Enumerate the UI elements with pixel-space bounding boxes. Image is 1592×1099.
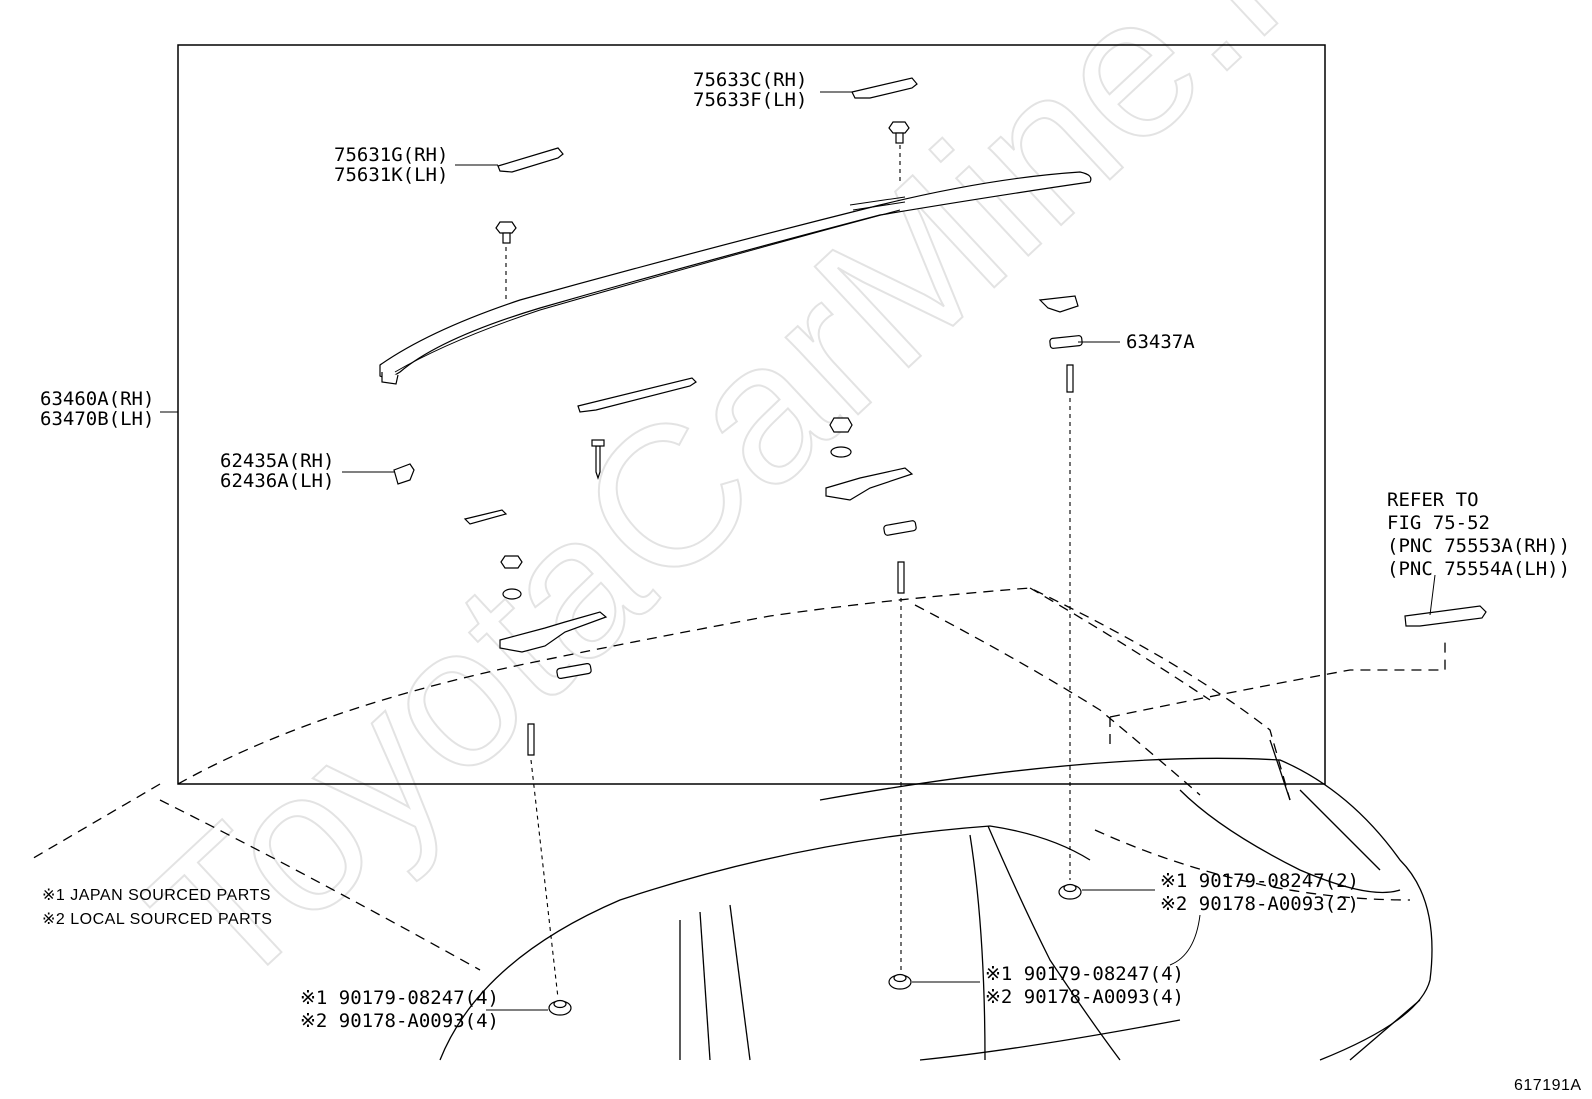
legend-local: ※2 LOCAL SOURCED PARTS — [42, 911, 272, 928]
fastener-center-1: ※1 90179-08247(4) — [985, 963, 1184, 985]
bolt-front — [495, 221, 517, 302]
refer-line-1: REFER TO — [1387, 489, 1479, 511]
label-62436a: 62436A(LH) — [220, 470, 334, 492]
label-63437a: 63437A — [1126, 331, 1195, 353]
mount-stack-left — [463, 509, 608, 999]
end-cover-rear — [851, 77, 918, 99]
mount-stack-center — [825, 417, 917, 972]
bolt-rear — [888, 121, 910, 185]
fastener-left-2: ※2 90178-A0093(4) — [300, 1010, 499, 1032]
fastener-left-1: ※1 90179-08247(4) — [300, 987, 499, 1009]
label-75633f: 75633F(LH) — [693, 89, 807, 111]
label-62435a: 62435A(RH) — [220, 450, 334, 472]
bracket-62435 — [393, 463, 415, 485]
rail-cover-strip — [577, 377, 697, 480]
nut-left — [548, 999, 572, 1016]
legend-japan: ※1 JAPAN SOURCED PARTS — [42, 887, 271, 904]
fastener-right-1: ※1 90179-08247(2) — [1160, 870, 1359, 892]
mount-stack-right — [1038, 295, 1083, 880]
label-75631k: 75631K(LH) — [334, 164, 448, 186]
refer-line-3: (PNC 75553A(RH)) — [1387, 535, 1570, 557]
figure-id: 617191A — [1514, 1077, 1582, 1094]
nut-right — [1058, 883, 1082, 900]
label-63470b: 63470B(LH) — [40, 408, 154, 430]
nut-center — [888, 973, 912, 990]
roof-rail — [379, 171, 1092, 385]
end-cover-front — [497, 147, 564, 173]
fastener-right-2: ※2 90178-A0093(2) — [1160, 893, 1359, 915]
leader-lines — [160, 91, 1436, 1011]
fastener-center-2: ※2 90178-A0093(4) — [985, 986, 1184, 1008]
refer-line-2: FIG 75-52 — [1387, 512, 1490, 534]
label-75631g: 75631G(RH) — [334, 144, 448, 166]
vehicle-outline — [29, 587, 1446, 1061]
refer-line-4: (PNC 75554A(LH)) — [1387, 558, 1570, 580]
referenced-molding — [1404, 605, 1487, 627]
label-75633c: 75633C(RH) — [693, 69, 807, 91]
detail-frame — [177, 44, 1326, 785]
label-63460a: 63460A(RH) — [40, 388, 154, 410]
